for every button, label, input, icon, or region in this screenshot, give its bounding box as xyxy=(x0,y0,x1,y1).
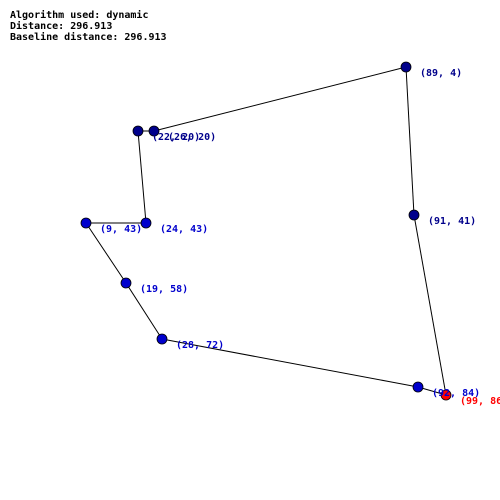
label-p99_86: (99, 86) xyxy=(460,396,500,407)
label-p91_41: (91, 41) xyxy=(428,216,476,227)
label-p92_84: (92, 84) xyxy=(432,388,480,399)
tour-labels: (89, 4) (91, 41) (99, 86)(92, 84) (28, 72) (… xyxy=(100,68,500,407)
label-p26_20: (26, 20) xyxy=(168,132,216,143)
tour-nodes xyxy=(80,61,452,401)
node-p26_20 xyxy=(148,125,160,137)
node-p91_41 xyxy=(408,209,420,221)
node-p24_43 xyxy=(140,217,152,229)
tour-edge xyxy=(405,66,415,216)
node-p19_58 xyxy=(120,277,132,289)
tour-edge xyxy=(137,130,147,224)
node-p9_43 xyxy=(80,217,92,229)
node-p28_72 xyxy=(156,333,168,345)
node-p22_20 xyxy=(132,125,144,137)
label-p9_43: (9, 43) xyxy=(100,224,142,235)
tour-edge xyxy=(161,338,419,388)
node-p89_4 xyxy=(400,61,412,73)
label-p22_20: (22, 20) xyxy=(152,132,200,143)
tour-edge xyxy=(85,222,127,284)
distance-text: Distance: 296.913 xyxy=(10,21,113,32)
tour-edges xyxy=(85,66,447,396)
baseline-distance-text: Baseline distance: 296.913 xyxy=(10,32,167,43)
info-panel: Algorithm used: dynamic Distance: 296.91… xyxy=(10,10,167,43)
algorithm-text: Algorithm used: dynamic xyxy=(10,10,149,21)
label-p24_43: (24, 43) xyxy=(160,224,208,235)
node-p99_86 xyxy=(440,389,452,401)
node-p92_84 xyxy=(412,381,424,393)
tour-edge xyxy=(125,282,163,340)
tour-edge xyxy=(413,214,447,396)
tour-edge xyxy=(153,66,407,132)
label-p19_58: (19, 58) xyxy=(140,284,188,295)
label-p28_72: (28, 72) xyxy=(176,340,224,351)
label-p89_4: (89, 4) xyxy=(420,68,462,79)
